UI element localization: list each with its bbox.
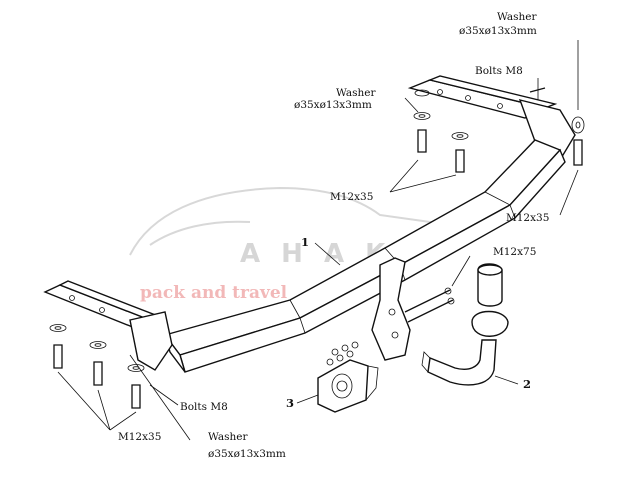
watermark-tagline: pack and travel — [140, 283, 288, 303]
callout-labels: Washer ø35xø13x3mm Bolts M8 Washer ø35xø… — [118, 11, 549, 460]
main-cross-bar — [43, 75, 576, 373]
m12x35-lower-left-label: M12x35 — [118, 431, 161, 443]
bottom-left-fasteners — [49, 324, 145, 409]
part-number-2: 2 — [523, 377, 531, 391]
washer-bottom-label: Washer — [208, 431, 249, 443]
m12x35-right-label: M12x35 — [506, 212, 549, 224]
tow-ball-assembly — [421, 263, 509, 386]
m12x75-bolts — [404, 287, 455, 323]
top-left-fasteners — [413, 89, 469, 173]
washer-top-left-label: Washer — [336, 87, 377, 99]
washer-top-left-spec: ø35xø13x3mm — [294, 99, 372, 111]
part-number-3: 3 — [286, 396, 294, 410]
bolts-bottom-label: Bolts M8 — [180, 401, 228, 413]
top-right-fasteners — [529, 87, 585, 166]
washer-top-right-spec: ø35xø13x3mm — [459, 25, 537, 37]
part-numbers: 1 2 3 — [286, 235, 531, 410]
leader-lines — [57, 40, 579, 441]
m12x75-label: M12x75 — [493, 246, 536, 258]
bolts-top-label: Bolts M8 — [475, 65, 523, 77]
socket-plate — [317, 341, 379, 413]
part-number-1: 1 — [301, 235, 309, 249]
center-bracket — [371, 257, 411, 361]
washer-bottom-spec: ø35xø13x3mm — [208, 448, 286, 460]
washer-top-right-label: Washer — [497, 11, 538, 23]
m12x35-upper-left-label: M12x35 — [330, 191, 373, 203]
